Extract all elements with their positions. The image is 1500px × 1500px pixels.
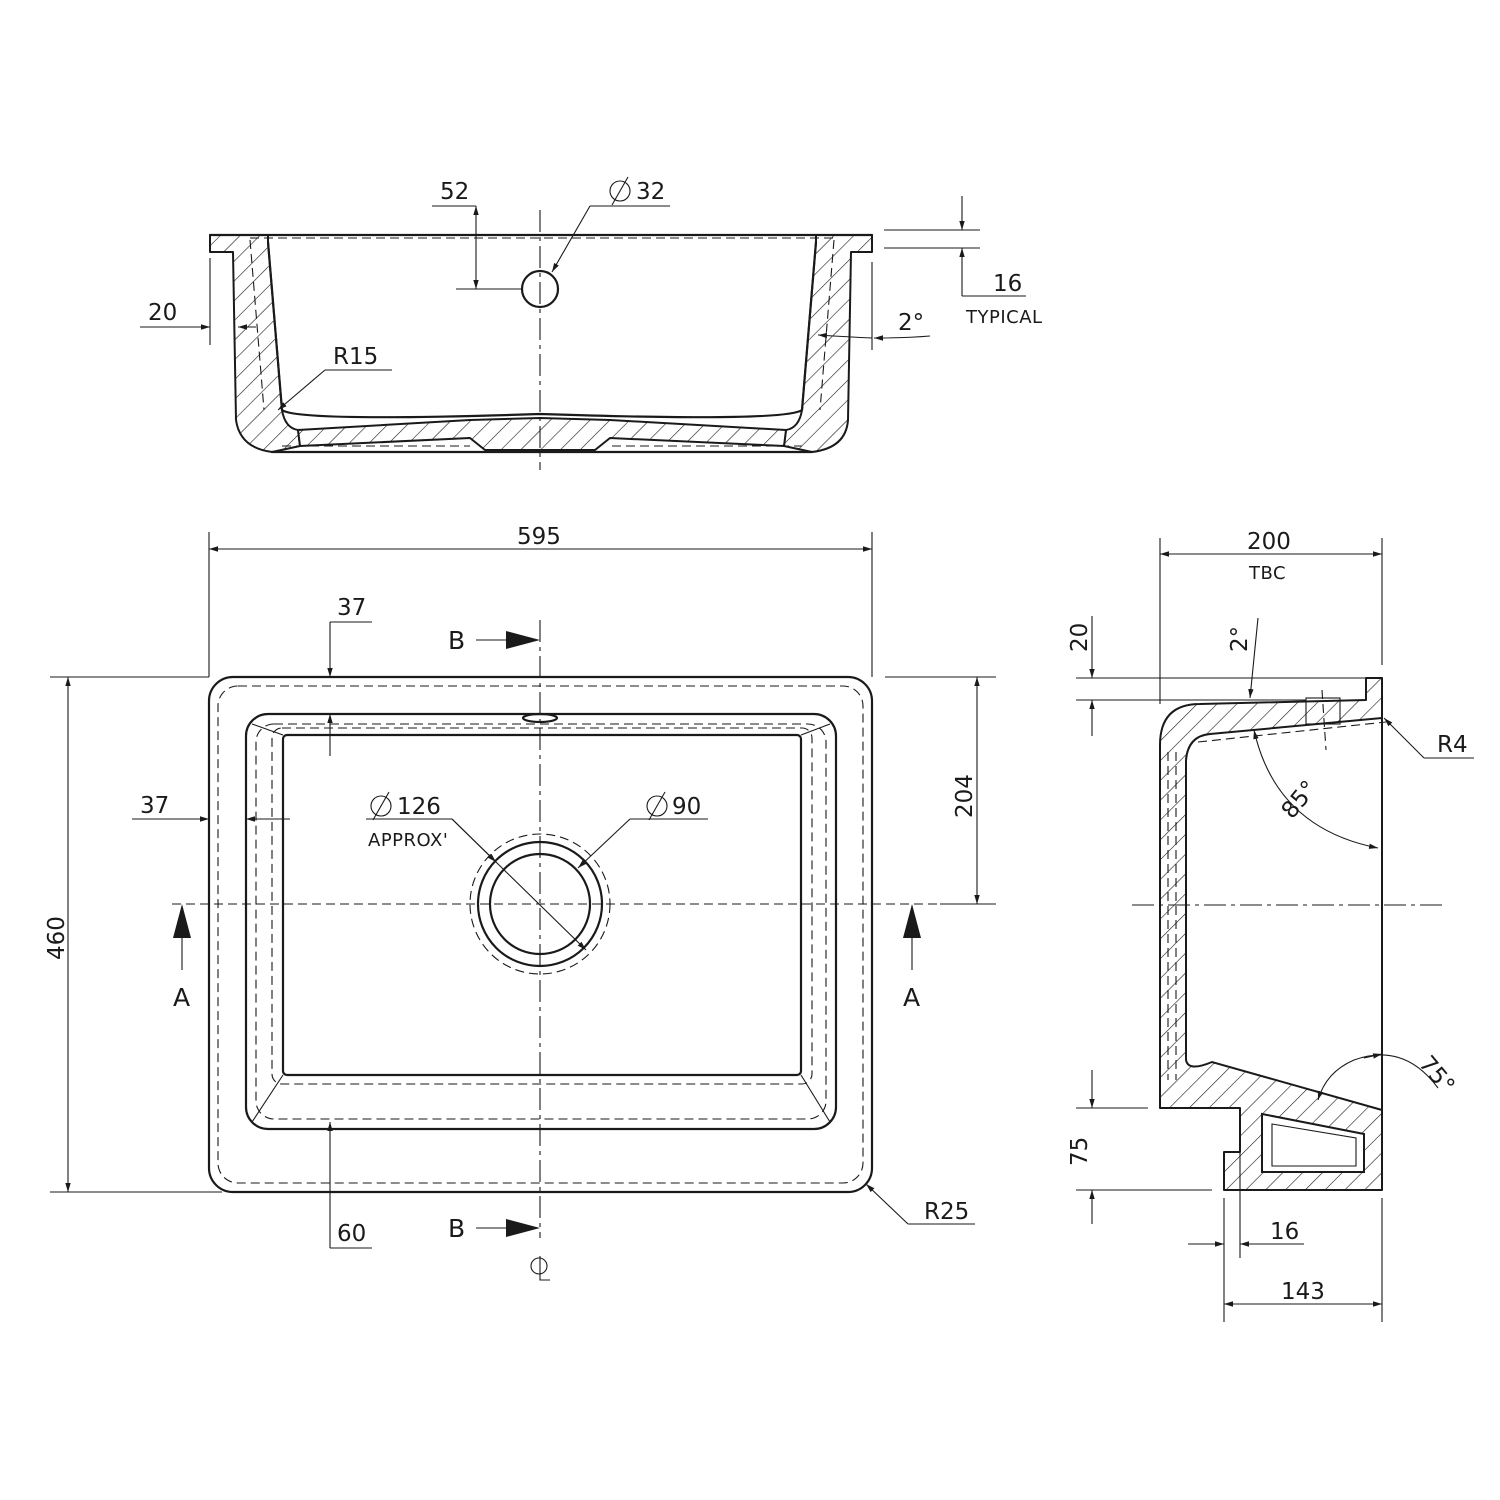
label-hole-diameter: 32 (636, 179, 665, 205)
front-right-wall (783, 234, 873, 453)
dim-overall-depth: 460 (44, 676, 222, 1193)
svg-text:B: B (448, 1214, 465, 1243)
label-waste-inner-diameter: 90 (672, 794, 701, 820)
section-marker-a-left: A (173, 904, 191, 1012)
side-bottom-pocket (1261, 1112, 1365, 1173)
front-inner-bowl (266, 240, 818, 419)
side-inner-cavity (1185, 716, 1383, 1112)
front-section-view: 52 32 20 16 TYPICAL (140, 176, 1043, 470)
plan-bowl-outline (244, 712, 838, 1131)
dim-overall-width: 595 (208, 524, 873, 677)
dim-corner-radius: R15 (277, 344, 392, 411)
label-hole-offset: 52 (440, 179, 469, 205)
side-section-view: 200 TBC 20 2° R4 85° (1067, 529, 1474, 1322)
dim-side-radius: R4 (1383, 717, 1474, 759)
dim-rim-height: 20 (1067, 616, 1366, 736)
label-front-angle: 75° (1413, 1051, 1459, 1099)
plan-view: 595 460 37 37 204 (44, 524, 996, 1281)
label-wall-thickness: 20 (148, 300, 177, 326)
label-side-radius: R4 (1437, 732, 1468, 758)
plan-outer-outline (207, 675, 874, 1194)
svg-text:A: A (173, 983, 190, 1012)
dim-apron-height: 75 (1067, 1070, 1212, 1224)
label-overall-width: 595 (517, 524, 561, 550)
front-left-wall (209, 234, 301, 453)
dim-waste-centre: 204 (885, 676, 996, 905)
label-inner-offset-top: 37 (337, 595, 366, 621)
label-side-depth: 200 (1247, 529, 1291, 555)
section-marker-a-right: A (903, 904, 921, 1012)
svg-text:A: A (903, 983, 920, 1012)
label-apron-thickness: 16 (1270, 1219, 1299, 1245)
label-approx-note: APPROX' (368, 830, 448, 851)
label-side-draft: 2° (1227, 626, 1253, 652)
dim-inner-offset-left: 37 (132, 793, 290, 822)
label-rim-height: 20 (1067, 623, 1093, 652)
label-typical-note: TYPICAL (965, 307, 1043, 328)
section-marker-b-bottom: B (448, 1214, 540, 1243)
section-marker-b-top: B (448, 626, 540, 655)
dim-wall-thickness: 20 (140, 258, 256, 345)
dim-side-depth: 200 TBC (1159, 529, 1383, 704)
plan-bowl-floor (281, 733, 803, 1077)
label-base-width: 143 (1281, 1279, 1325, 1305)
label-overall-depth: 460 (44, 916, 70, 960)
dim-waste-outer-diameter: 126 APPROX' (366, 791, 587, 951)
label-waste-centre: 204 (952, 774, 978, 818)
label-corner-radius: R15 (333, 344, 378, 370)
dim-base-width: 143 (1224, 1198, 1383, 1322)
dim-inner-offset-top: 37 (327, 595, 372, 756)
label-draft-angle: 2° (898, 310, 924, 336)
label-inner-offset-left: 37 (140, 793, 169, 819)
dim-hole-offset: 52 (432, 179, 522, 290)
diameter-symbol-icon (370, 791, 392, 821)
dim-side-draft: 2° (1227, 617, 1259, 699)
dim-bottom-offset: 60 (327, 1122, 372, 1249)
diameter-symbol-icon (609, 176, 631, 206)
dim-draft-angle: 2° (817, 262, 931, 350)
dim-waste-inner-diameter: 90 (577, 791, 708, 869)
centre-line-icon (530, 1256, 550, 1281)
dim-plan-corner-radius: R25 (865, 1183, 975, 1225)
front-base (297, 417, 787, 451)
svg-text:B: B (448, 626, 465, 655)
label-tbc-note: TBC (1248, 563, 1286, 584)
dim-wall-typical: 16 TYPICAL (884, 196, 1043, 328)
label-plan-corner-radius: R25 (924, 1199, 969, 1225)
label-apron-height: 75 (1067, 1137, 1093, 1166)
dim-hole-diameter: 32 (551, 176, 670, 273)
label-waste-outer-diameter: 126 (397, 794, 441, 820)
label-wall-typical: 16 (993, 271, 1022, 297)
diameter-symbol-icon (646, 791, 668, 821)
label-bottom-offset: 60 (337, 1221, 366, 1247)
